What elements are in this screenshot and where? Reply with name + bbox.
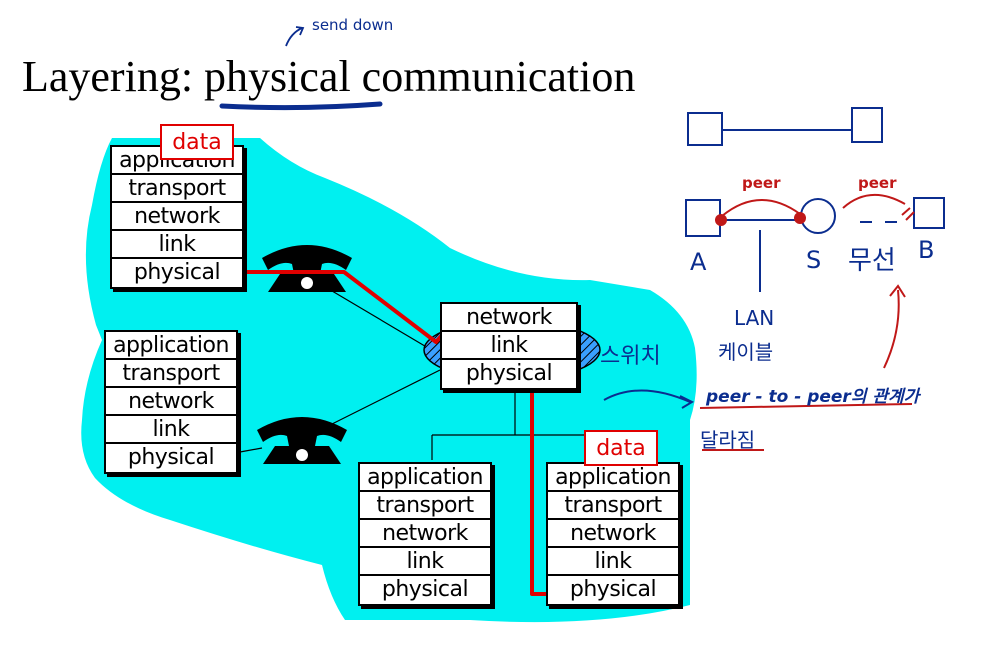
layer-link: link bbox=[106, 416, 236, 444]
page-title: Layering: physical communication bbox=[22, 52, 636, 101]
node-a-dot bbox=[715, 214, 727, 226]
protocol-stack-host-bottom-mid: application transport network link physi… bbox=[358, 462, 492, 606]
title-underline bbox=[219, 101, 383, 111]
layer-transport: transport bbox=[112, 175, 242, 203]
lan-label: LAN bbox=[734, 306, 775, 330]
wireless-label: 무선 bbox=[848, 246, 896, 276]
layer-physical: physical bbox=[465, 361, 553, 386]
layer-link: link bbox=[548, 548, 678, 576]
peer-sketch bbox=[603, 107, 945, 409]
layer-link: link bbox=[442, 332, 576, 360]
layer-physical: physical bbox=[133, 260, 221, 285]
layer-network: network bbox=[360, 520, 490, 548]
peer-note-right: peer bbox=[858, 174, 897, 192]
layer-link: link bbox=[112, 231, 242, 259]
peer-sketch-red bbox=[699, 193, 915, 451]
layer-physical: physical bbox=[569, 577, 657, 602]
layer-application: application bbox=[548, 464, 678, 492]
protocol-stack-host-bottom-right: application transport network link physi… bbox=[546, 462, 680, 606]
peer-note-left: peer bbox=[742, 174, 781, 192]
node-a-label: A bbox=[690, 248, 707, 276]
layer-physical: physical bbox=[381, 577, 469, 602]
node-b-label: B bbox=[918, 236, 935, 264]
data-tag-destination: data bbox=[584, 430, 658, 466]
switch-note: 스위치 bbox=[600, 344, 661, 369]
telephone-icon bbox=[257, 417, 347, 464]
protocol-stack-switch: network link physical bbox=[440, 302, 578, 390]
layer-transport: transport bbox=[548, 492, 678, 520]
telephone-icon bbox=[262, 245, 352, 292]
layer-transport: transport bbox=[106, 360, 236, 388]
layer-network: network bbox=[106, 388, 236, 416]
peer-to-peer-note: peer - to - peer의 관계가 bbox=[706, 387, 920, 407]
layer-application: application bbox=[360, 464, 490, 492]
layer-network: network bbox=[548, 520, 678, 548]
layer-network: network bbox=[112, 203, 242, 231]
changes-note: 달라짐 bbox=[700, 428, 756, 452]
protocol-stack-host-left: application transport network link physi… bbox=[104, 330, 238, 474]
layer-physical: physical bbox=[127, 445, 215, 470]
send-down-annotation: send down bbox=[312, 16, 394, 34]
layer-link: link bbox=[360, 548, 490, 576]
layer-transport: transport bbox=[360, 492, 490, 520]
layer-network: network bbox=[442, 304, 576, 332]
data-tag-source: data bbox=[160, 124, 234, 160]
layer-application: application bbox=[106, 332, 236, 360]
protocol-stack-host-top: application transport network link physi… bbox=[110, 145, 244, 289]
node-s-label: S bbox=[806, 246, 822, 274]
node-s-dot bbox=[794, 212, 806, 224]
cable-label: 케이블 bbox=[718, 340, 774, 364]
send-down-arrow bbox=[285, 26, 305, 47]
